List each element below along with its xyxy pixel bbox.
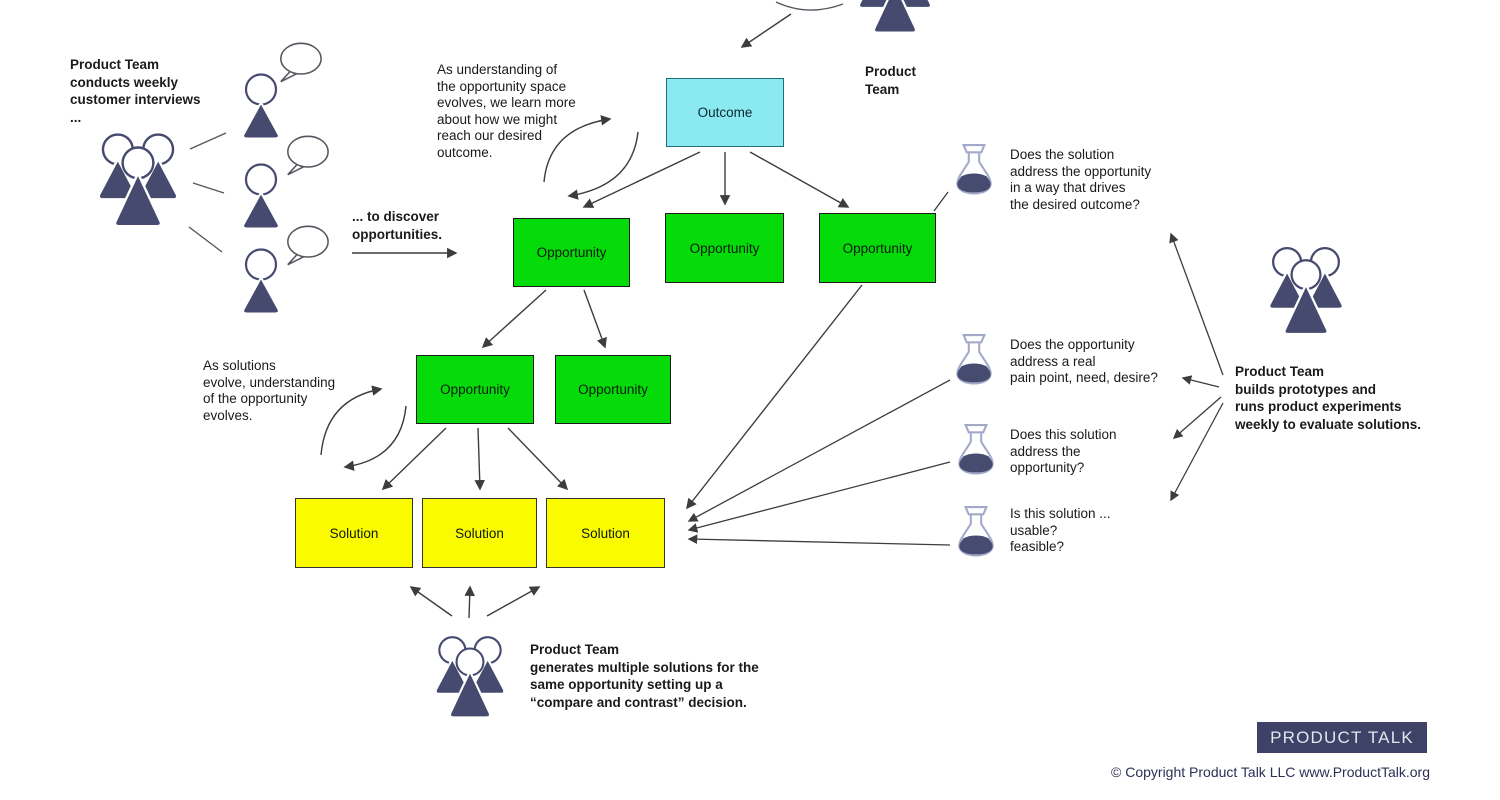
flask-icon-2 (956, 333, 992, 385)
experiment-evaluation-lines (687, 191, 951, 546)
annotation-generates: Product Team generates multiple solution… (530, 642, 759, 710)
flask-icon-4 (958, 505, 994, 557)
flask-icon-1 (956, 143, 992, 195)
team-icon-prototypes (1268, 246, 1344, 336)
solution-generation-arrows (409, 585, 541, 619)
annotation-interviews: Product Team conducts weekly customer in… (70, 57, 201, 125)
solution-node-3: Solution (546, 498, 665, 568)
person-icon-3 (241, 248, 281, 315)
question-2: Does the opportunity address a real pain… (1010, 337, 1158, 385)
question-3: Does this solution address the opportuni… (1010, 427, 1117, 475)
opportunity-node-4: Opportunity (416, 355, 534, 424)
tree-arrows (381, 151, 863, 510)
person-icon-2 (241, 163, 281, 230)
team-icon-generates (434, 635, 506, 719)
annotation-solutions-evolve: As solutions evolve, understanding of th… (203, 358, 336, 423)
speech-bubble-icon-2 (286, 135, 329, 176)
team-icon-interviewers (97, 133, 179, 228)
speech-bubble-icon-3 (286, 225, 329, 266)
outcome-node: Outcome (666, 78, 784, 147)
opportunity-node-2: Opportunity (665, 213, 784, 283)
solution-node-2: Solution (422, 498, 537, 568)
understanding-cycle-arrows (543, 115, 639, 200)
solutions-cycle-arrows (320, 385, 407, 471)
opportunity-node-5: Opportunity (555, 355, 671, 424)
annotation-product-team-top: Product Team (865, 64, 917, 97)
question-1: Does the solution address the opportunit… (1010, 147, 1152, 212)
question-4: Is this solution ... usable? feasible? (1010, 506, 1111, 554)
annotation-discover: ... to discover opportunities. (352, 209, 442, 242)
copyright-text: © Copyright Product Talk LLC www.Product… (1111, 764, 1430, 780)
speech-bubble-icon-1 (279, 42, 322, 83)
annotation-understanding: As understanding of the opportunity spac… (437, 62, 576, 160)
annotation-experiments: Product Team builds prototypes and runs … (1235, 364, 1422, 432)
solution-node-1: Solution (295, 498, 413, 568)
team-to-outcome-arrow (740, 1, 844, 48)
team-icon-top (857, 0, 933, 34)
flask-icon-3 (958, 423, 994, 475)
opportunity-node-3: Opportunity (819, 213, 936, 283)
interview-connector-lines (188, 132, 227, 253)
product-talk-badge: PRODUCT TALK (1257, 722, 1427, 753)
opportunity-node-1: Opportunity (513, 218, 630, 287)
prototype-team-arrows (1169, 232, 1224, 502)
